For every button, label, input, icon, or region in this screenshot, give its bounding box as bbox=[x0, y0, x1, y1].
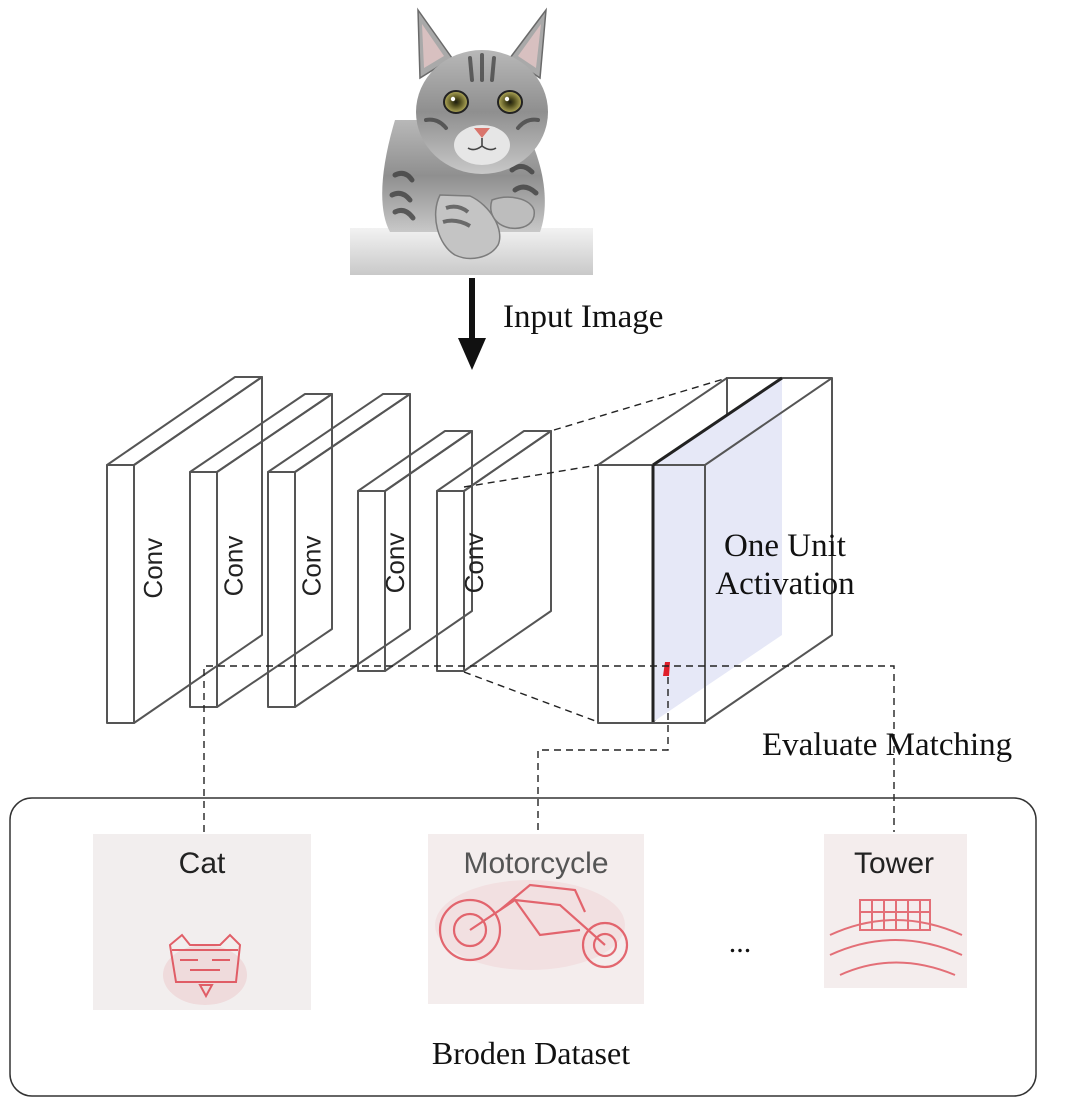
conv-layer-label: Conv bbox=[459, 533, 489, 594]
conv-layer-front-face bbox=[267, 471, 296, 708]
conv-layer-label: Conv bbox=[380, 533, 410, 594]
activation-volume bbox=[597, 376, 833, 724]
cat-nose bbox=[474, 128, 490, 138]
broden-dataset-title: Broden Dataset bbox=[432, 1035, 630, 1071]
broden-dataset-box bbox=[9, 797, 1037, 1097]
conv-layer-1: Conv bbox=[106, 376, 263, 724]
conv-layer-4: Conv bbox=[357, 430, 473, 672]
cnn-layers: Conv Conv Conv Conv Conv bbox=[106, 376, 552, 724]
dataset-ellipsis: ... bbox=[729, 926, 752, 959]
activation-label-line1: One Unit bbox=[724, 528, 846, 564]
concept-motorcycle: Motorcycle bbox=[428, 834, 644, 1004]
matching-lines bbox=[203, 665, 895, 832]
projection-lines bbox=[463, 377, 728, 723]
concept-label-cat: Cat bbox=[179, 847, 226, 880]
activation-back-slab bbox=[597, 464, 654, 724]
conv-layer-3: Conv bbox=[267, 393, 411, 708]
concept-cat: Cat bbox=[93, 834, 311, 1010]
conv-layer-top-face bbox=[357, 430, 473, 492]
conv-layer-front-face bbox=[357, 490, 386, 672]
conv-layer-label: Conv bbox=[296, 536, 326, 597]
conv-layer-label: Conv bbox=[218, 536, 248, 597]
conv-layer-front-face bbox=[436, 490, 465, 672]
input-cat-image bbox=[350, 7, 593, 275]
cat-paw-right bbox=[490, 196, 535, 230]
concept-tower: Tower bbox=[824, 834, 967, 988]
evaluate-matching-label: Evaluate Matching bbox=[762, 727, 1012, 763]
cat-eye-right bbox=[497, 90, 523, 114]
conv-layer-label: Conv bbox=[138, 538, 168, 599]
conv-layer-5: Conv bbox=[436, 430, 552, 672]
cat-eye-left bbox=[443, 90, 469, 114]
concept-label-tower: Tower bbox=[854, 847, 934, 880]
cat-head bbox=[416, 50, 548, 174]
conv-layer-front-face bbox=[106, 464, 135, 724]
input-arrow bbox=[458, 278, 486, 370]
input-image-label: Input Image bbox=[503, 299, 663, 335]
activation-label-line2: Activation bbox=[715, 566, 854, 602]
concept-label-motorcycle: Motorcycle bbox=[463, 847, 608, 880]
conv-layer-top-face bbox=[106, 376, 263, 466]
